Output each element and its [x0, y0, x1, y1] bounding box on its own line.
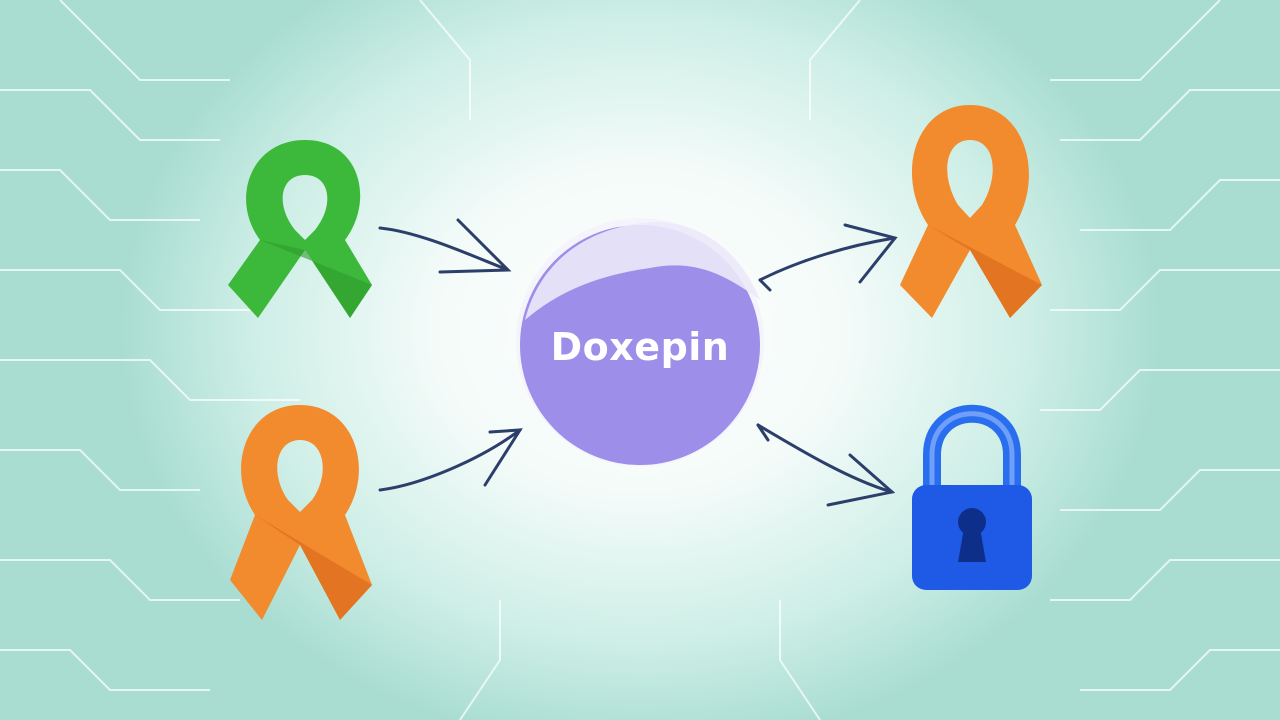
- doxepin-label: Doxepin: [550, 325, 730, 369]
- arrows: [378, 218, 898, 507]
- orange-ribbon-icon: [230, 405, 372, 620]
- lock-icon: [912, 404, 1032, 590]
- arrow-green-to-pill: [378, 218, 512, 274]
- green-ribbon-icon: [228, 140, 372, 318]
- arrow-pill-to-ribbon: [758, 223, 898, 292]
- arrow-orange-to-pill: [378, 428, 523, 492]
- orange-ribbon-icon: [900, 105, 1042, 318]
- pill-icon: [516, 218, 764, 466]
- arrow-pill-to-lock: [756, 423, 896, 507]
